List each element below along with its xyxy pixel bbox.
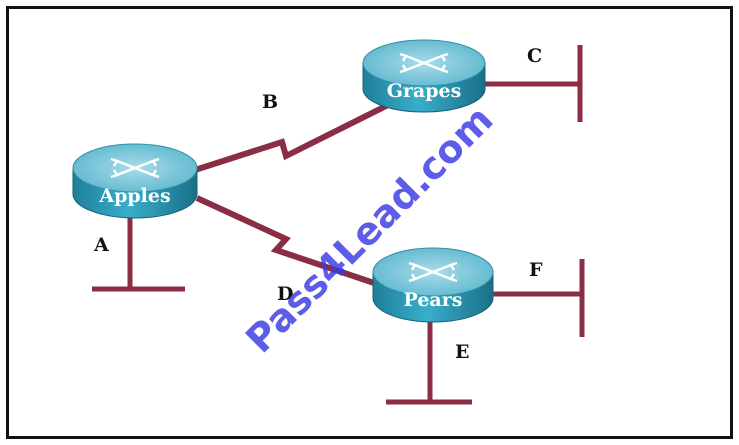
serial-link-b bbox=[194, 100, 394, 173]
router-apples[interactable]: Apples bbox=[72, 143, 198, 219]
router-grapes[interactable]: Grapes bbox=[362, 39, 486, 113]
serial-link-d bbox=[195, 195, 381, 288]
ethernet-segment-e bbox=[386, 320, 472, 405]
router-pears[interactable]: Pears bbox=[372, 247, 494, 323]
ethernet-segment-c bbox=[480, 45, 583, 122]
ethernet-segment-a bbox=[92, 212, 185, 292]
router-label-apples: Apples bbox=[98, 185, 170, 207]
router-arrows-icon bbox=[110, 157, 160, 179]
segment-label-c: C bbox=[527, 45, 542, 67]
segment-label-f: F bbox=[529, 259, 543, 281]
router-label-pears: Pears bbox=[404, 289, 463, 311]
router-label-grapes: Grapes bbox=[387, 80, 462, 102]
router-arrows-icon bbox=[408, 261, 458, 283]
diagram-frame bbox=[6, 6, 733, 439]
segment-label-e: E bbox=[455, 341, 469, 363]
segment-label-a: A bbox=[93, 234, 109, 256]
router-arrows-icon bbox=[399, 52, 449, 74]
link-label-d: D bbox=[277, 283, 293, 305]
watermark-text: Pass4Lead.com bbox=[237, 97, 501, 361]
ethernet-segment-f bbox=[490, 259, 585, 337]
link-label-b: B bbox=[262, 91, 278, 113]
